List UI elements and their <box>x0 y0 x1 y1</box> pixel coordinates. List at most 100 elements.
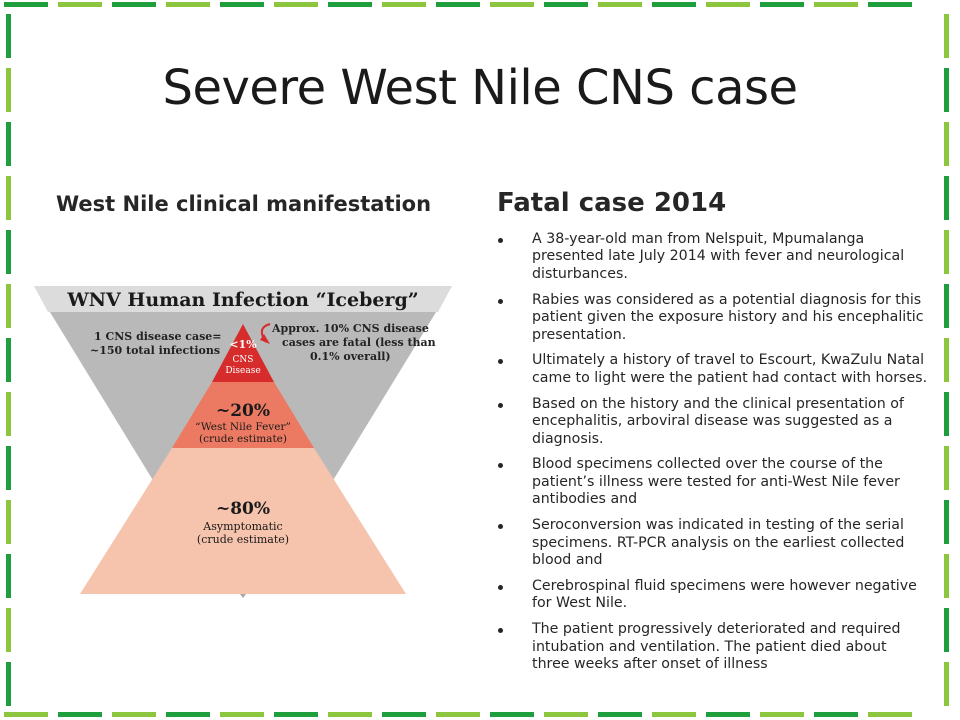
border-dash <box>944 284 949 328</box>
fever-percent: ~20% <box>216 401 270 421</box>
border-dash <box>652 712 696 717</box>
border-dash <box>4 712 48 717</box>
border-dash <box>814 2 858 7</box>
border-dash <box>944 14 949 58</box>
border-dash <box>6 284 11 328</box>
right-column-heading: Fatal case 2014 <box>497 188 727 218</box>
border-dash <box>6 122 11 166</box>
border-dash <box>6 68 11 112</box>
border-dash <box>220 712 264 717</box>
asymptomatic-label-line-2: (crude estimate) <box>197 533 289 546</box>
border-dash <box>598 2 642 7</box>
border-dash <box>944 122 949 166</box>
bullet-icon <box>498 402 503 408</box>
left-note-line-1: 1 CNS disease case= <box>94 330 222 343</box>
bullet-icon <box>498 584 503 590</box>
pyramid-tier-fever <box>172 382 314 448</box>
fever-label-line-2: (crude estimate) <box>199 433 287 445</box>
border-dash <box>6 338 11 382</box>
list-item: Blood specimens collected over the cours… <box>496 456 928 508</box>
border-dash <box>944 68 949 112</box>
pyramid-tier-asymptomatic <box>80 448 406 594</box>
arrow-head-icon <box>260 334 270 344</box>
list-item: The patient progressively deteriorated a… <box>496 621 928 673</box>
asymptomatic-percent: ~80% <box>216 499 270 519</box>
border-dash <box>58 712 102 717</box>
border-dash <box>706 2 750 7</box>
border-dash <box>760 2 804 7</box>
list-item: Based on the history and the clinical pr… <box>496 396 928 448</box>
border-dash <box>760 712 804 717</box>
iceberg-title: WNV Human Infection “Iceberg” <box>66 289 418 311</box>
border-dash <box>868 2 912 7</box>
border-dash <box>436 712 480 717</box>
border-dash <box>166 2 210 7</box>
asymptomatic-label-line-1: Asymptomatic <box>202 520 282 533</box>
bullet-icon <box>498 359 503 365</box>
border-dash <box>814 712 858 717</box>
border-dash <box>944 500 949 544</box>
border-dash <box>944 662 949 706</box>
fever-label-line-1: “West Nile Fever” <box>195 421 291 433</box>
list-item: Rabies was considered as a potential dia… <box>496 292 928 344</box>
bullet-icon <box>498 463 503 469</box>
right-note-line-1: Approx. 10% CNS disease <box>271 322 429 335</box>
border-dash <box>328 712 372 717</box>
iceberg-header-band <box>34 286 452 312</box>
border-dash <box>6 230 11 274</box>
border-dash <box>868 712 912 717</box>
border-dash <box>490 2 534 7</box>
left-note-line-2: ~150 total infections <box>90 344 220 357</box>
border-dash <box>544 2 588 7</box>
border-dash <box>944 554 949 598</box>
cns-percent: <1% <box>229 338 257 351</box>
border-dash <box>944 230 949 274</box>
border-dash <box>944 338 949 382</box>
list-item: Seroconversion was indicated in testing … <box>496 517 928 569</box>
iceberg-diagram: WNV Human Infection “Iceberg” 1 CNS dise… <box>34 286 452 598</box>
border-dash <box>112 2 156 7</box>
cns-label-line-2: Disease <box>225 366 260 376</box>
border-dash <box>6 608 11 652</box>
border-dash <box>706 712 750 717</box>
border-dash <box>220 2 264 7</box>
border-dash <box>944 176 949 220</box>
bullet-icon <box>498 238 503 243</box>
left-column-heading: West Nile clinical manifestation <box>56 192 432 216</box>
border-dash <box>6 662 11 706</box>
case-bullet-list: A 38-year-old man from Nelspuit, Mpumala… <box>496 231 928 682</box>
right-note-line-2: cases are fatal (less than <box>282 336 436 349</box>
border-dash <box>652 2 696 7</box>
border-dash <box>944 392 949 436</box>
slide-title: Severe West Nile CNS case <box>162 60 798 116</box>
border-dash <box>544 712 588 717</box>
border-dash <box>4 2 48 7</box>
border-dash <box>6 14 11 58</box>
cns-label-line-1: CNS <box>233 355 254 365</box>
border-dash <box>598 712 642 717</box>
border-dash <box>490 712 534 717</box>
bullet-icon <box>498 298 503 304</box>
list-item: Ultimately a history of travel to Escour… <box>496 352 928 387</box>
border-dash <box>382 2 426 7</box>
bullet-icon <box>498 524 503 530</box>
border-dash <box>944 446 949 490</box>
border-dash <box>944 608 949 652</box>
pyramid-tier-cns <box>212 324 274 382</box>
right-note-line-3: 0.1% overall) <box>310 350 391 363</box>
border-dash <box>112 712 156 717</box>
border-dash <box>166 712 210 717</box>
border-dash <box>436 2 480 7</box>
border-dash <box>6 500 11 544</box>
border-dash <box>382 712 426 717</box>
list-item: Cerebrospinal fluid specimens were howev… <box>496 578 928 613</box>
border-dash <box>6 176 11 220</box>
border-dash <box>6 446 11 490</box>
border-dash <box>6 554 11 598</box>
border-dash <box>328 2 372 7</box>
border-dash <box>6 392 11 436</box>
bullet-icon <box>498 628 503 634</box>
list-item: A 38-year-old man from Nelspuit, Mpumala… <box>496 231 928 283</box>
border-dash <box>274 712 318 717</box>
border-dash <box>274 2 318 7</box>
